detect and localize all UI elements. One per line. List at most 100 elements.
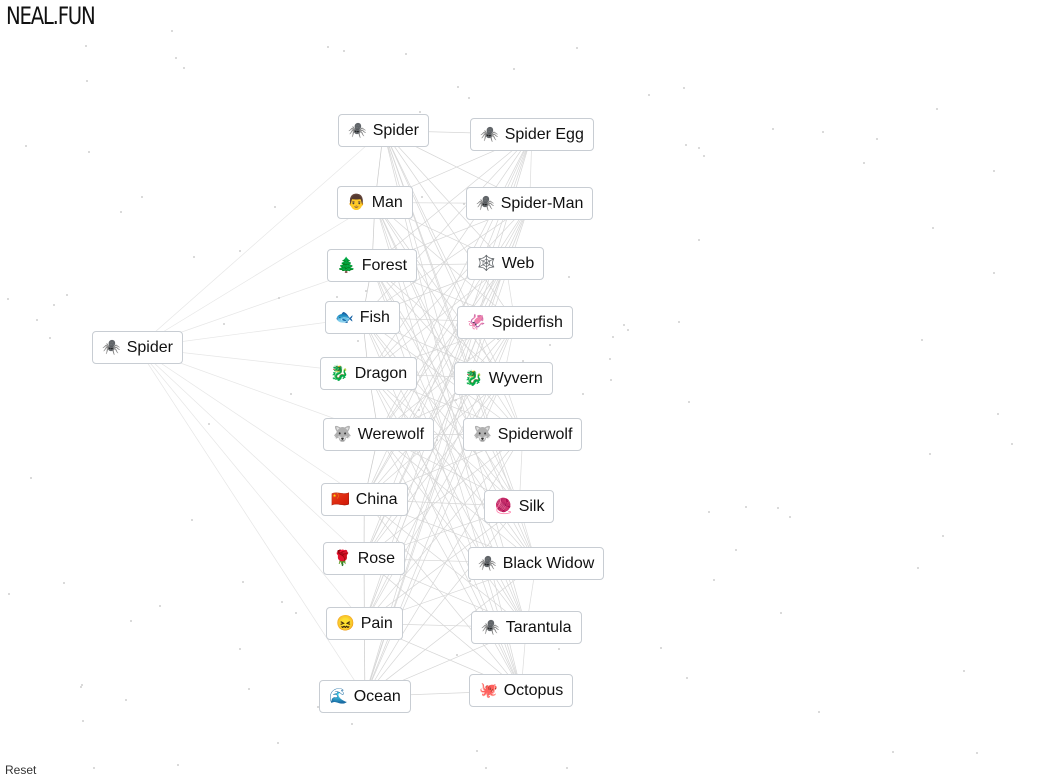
connection-line [371,265,504,379]
item-label: Wyvern [488,369,543,387]
dragon-icon: 🐉 [464,370,483,387]
background-dot [703,155,705,157]
background-dot [421,196,423,198]
reset-button[interactable]: Reset [5,763,37,777]
background-dot [80,686,82,688]
background-dot [745,506,747,508]
background-dot [685,144,687,146]
background-dot [130,620,132,622]
item-label: Pain [360,614,393,632]
background-dot [549,344,551,346]
background-dot [468,97,470,99]
background-dot [789,516,791,518]
item-label: China [355,490,398,508]
background-dot [456,654,458,656]
site-logo[interactable]: NEAL.FUN [6,2,96,30]
connection-line [364,506,520,697]
connection-line [378,434,527,628]
spider-icon: 🕷️ [476,195,495,212]
spider-web-icon: 🕸️ [477,255,496,272]
item-dragon[interactable]: 🐉Dragon [320,357,418,390]
result-item-spiderwolf[interactable]: 🐺Spiderwolf [463,418,583,451]
china-flag-icon: 🇨🇳 [331,491,350,508]
background-dot [686,677,688,679]
item-label: Octopus [503,681,564,699]
result-item-tarantula[interactable]: 🕷️ Tarantula [471,611,582,644]
spider-icon: 🕷️ [102,339,121,356]
item-spider[interactable]: 🕷️Spider [338,114,429,147]
item-label: Spider Egg [504,125,584,143]
result-item-spider-man[interactable]: 🕷️Spider-Man [466,187,594,220]
connection-line [374,202,522,691]
background-dot [688,401,690,403]
background-dot [239,250,241,252]
item-man[interactable]: 👨Man [337,186,413,219]
background-dot [610,379,612,381]
background-dot [171,30,173,32]
background-dot [513,68,515,70]
background-dot [278,297,280,299]
background-dot [66,294,68,296]
background-dot [522,360,524,362]
background-dot [7,298,9,300]
background-dot [274,206,276,208]
item-werewolf[interactable]: 🐺Werewolf [323,418,435,451]
background-dot [457,86,459,88]
background-dot [1011,443,1013,445]
background-dot [365,290,367,292]
connection-line [374,202,523,435]
background-dot [558,648,560,650]
background-dot [708,511,710,513]
item-label: Spiderfish [491,313,563,331]
result-item-wyvern[interactable]: 🐉 Wyvern [454,362,553,395]
connection-line [368,263,506,374]
background-dot [327,46,329,48]
background-dot [683,87,685,89]
background-dot [818,711,820,713]
background-dot [455,399,457,401]
wolf-icon: 🐺 [333,426,352,443]
item-label: Black Widow [502,554,595,572]
background-dot [568,276,570,278]
background-dot [476,750,478,752]
background-dot [343,50,345,52]
result-item-black-widow[interactable]: 🕷️Black Widow [468,547,605,580]
tree-icon: 🌲 [337,257,356,274]
background-dot [351,723,353,725]
background-dot [281,601,283,603]
spider-icon: 🕷️ [481,619,500,636]
result-item-spider-egg[interactable]: 🕷️Spider Egg [470,118,594,151]
item-ocean[interactable]: 🌊Ocean [319,680,411,713]
background-dot [436,439,438,441]
background-dot [82,720,84,722]
background-dot [317,706,319,708]
result-item-silk[interactable]: 🧶Silk [484,490,555,523]
connection-line [137,347,365,624]
result-item-spiderfish[interactable]: 🦑Spiderfish [457,306,573,339]
background-dot [713,579,715,581]
source-item-spider[interactable]: 🕷️ Spider [92,331,183,364]
background-dot [698,239,700,241]
item-china[interactable]: 🇨🇳 China [321,483,408,516]
background-dot [8,593,10,595]
item-fish[interactable]: 🐟Fish [325,301,400,334]
background-dot [419,111,421,113]
connection-line [362,317,520,507]
result-item-octopus[interactable]: 🐙Octopus [469,674,574,707]
background-dot [976,752,978,754]
connection-line [137,347,366,697]
background-dot [942,535,944,537]
background-dot [125,699,127,701]
background-dot [208,423,210,425]
connection-line [363,499,522,691]
item-rose[interactable]: 🌹Rose [323,542,406,575]
item-forest[interactable]: 🌲Forest [327,249,418,282]
item-label: Tarantula [505,618,572,636]
result-item-web[interactable]: 🕸️Web [467,247,545,280]
item-pain[interactable]: 😖Pain [326,607,403,640]
background-dot [25,145,27,147]
connection-line [364,563,537,697]
background-dot [660,647,662,649]
connection-line [363,378,504,559]
item-label: Spiderwolf [497,425,573,443]
